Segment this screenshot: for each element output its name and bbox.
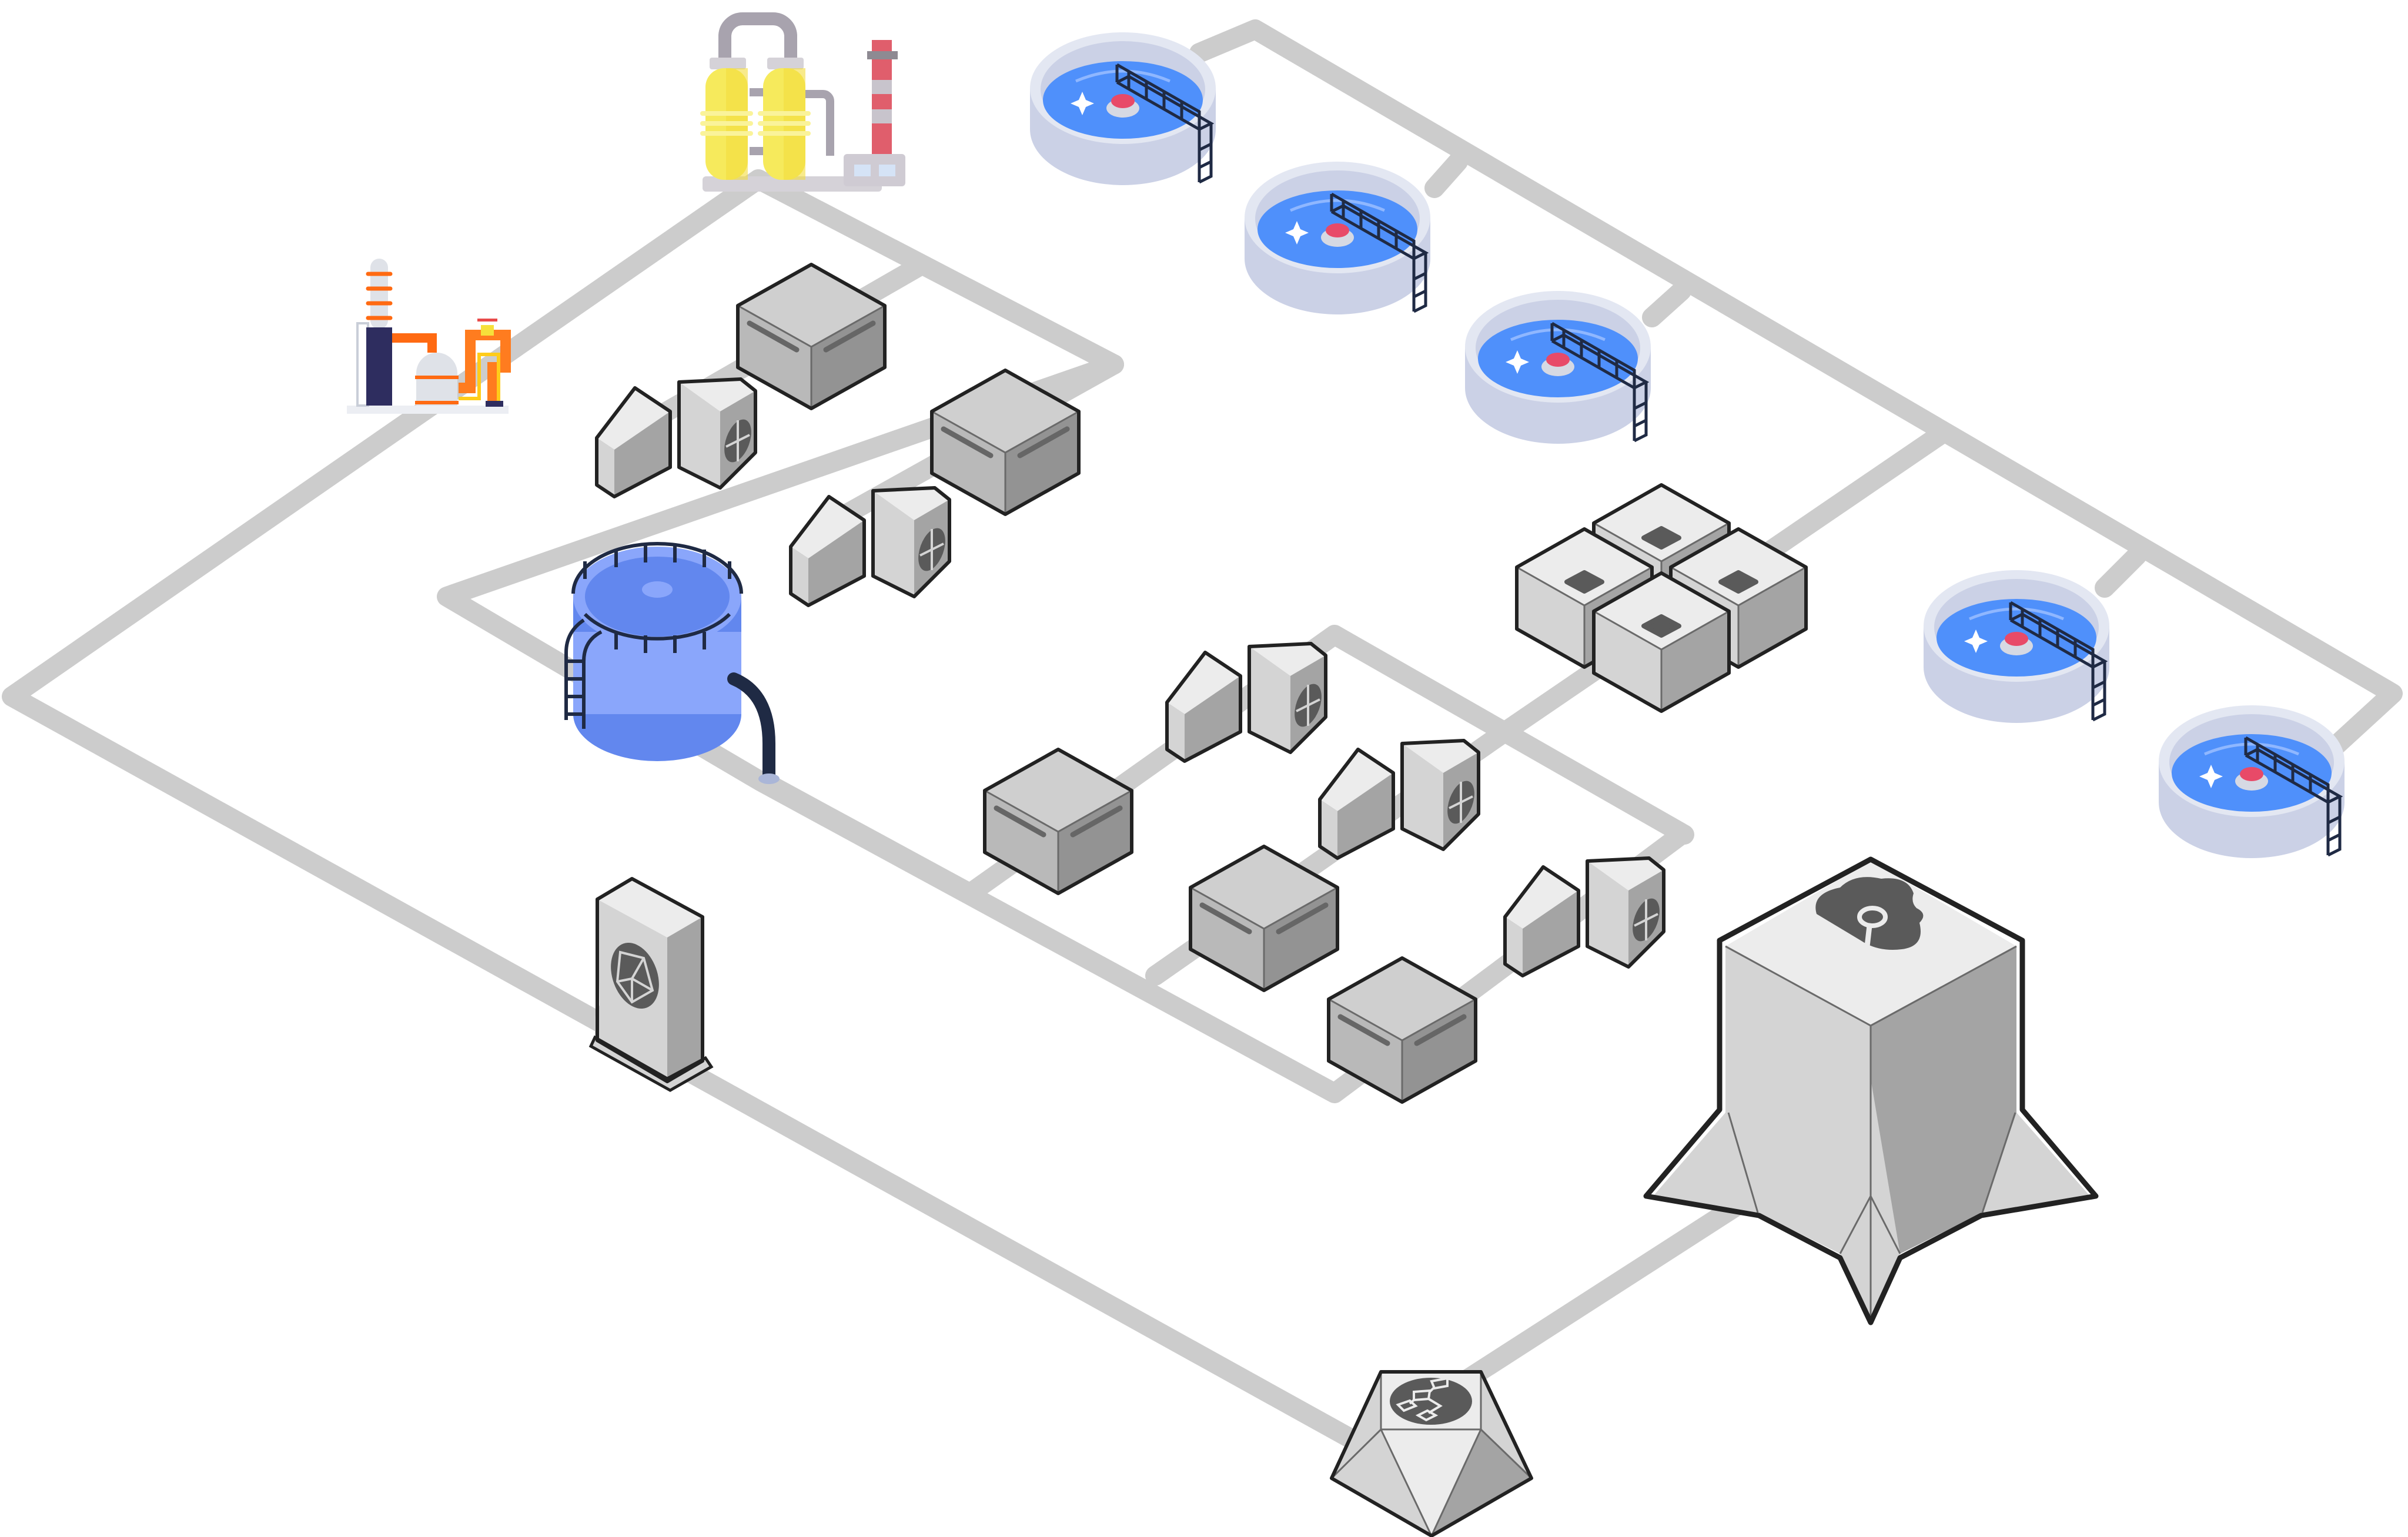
server-1[interactable] bbox=[738, 264, 885, 408]
pipe-basin-branch-2 bbox=[1424, 152, 1468, 198]
network-device[interactable] bbox=[588, 877, 714, 1092]
clarifier-basin-2[interactable] bbox=[1245, 162, 1430, 314]
pipe-basin-branch-4 bbox=[2095, 545, 2147, 598]
cube-cluster[interactable] bbox=[1517, 485, 1806, 711]
cloud-search-icon bbox=[1815, 877, 1924, 950]
gas-processing-plant[interactable] bbox=[700, 12, 905, 192]
clarifier-basin-4[interactable] bbox=[1924, 570, 2109, 723]
clarifier-basin-1[interactable] bbox=[1030, 32, 1216, 185]
clarifier-basin-5[interactable] bbox=[2159, 705, 2345, 858]
workflow-hub[interactable] bbox=[1330, 1370, 1533, 1537]
refinery-plant[interactable] bbox=[347, 259, 511, 414]
clarifier-basin-3[interactable] bbox=[1465, 291, 1651, 444]
cloud-analytics-hub[interactable] bbox=[1643, 856, 2099, 1325]
storage-tank[interactable] bbox=[564, 542, 780, 784]
pipe-tank-outlet bbox=[754, 772, 980, 903]
pipe-basin-main bbox=[1189, 19, 2403, 768]
pipe-basin-branch-3 bbox=[1642, 281, 1691, 327]
flowchart-icon bbox=[1390, 1377, 1472, 1425]
